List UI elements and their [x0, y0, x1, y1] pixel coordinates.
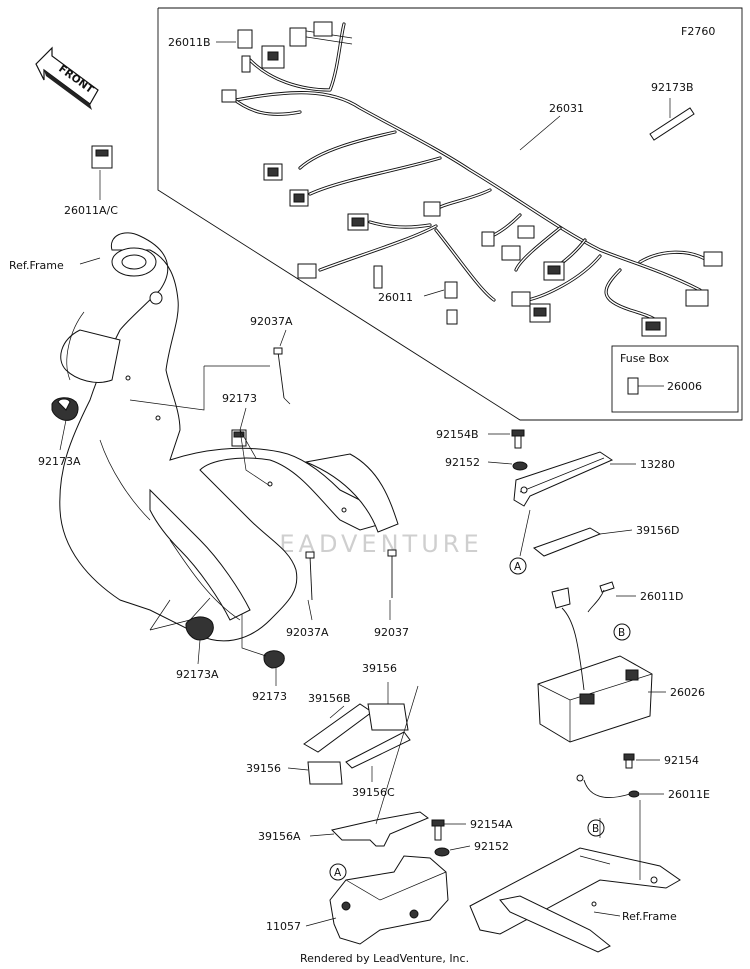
footer-credit: Rendered by LeadVenture, Inc. [300, 952, 469, 965]
reference-b-bottom-icon: B [587, 819, 605, 837]
connector-top-b-icon [289, 27, 307, 47]
callout-26006: 26006 [667, 380, 702, 393]
main-wiring-harness [230, 22, 712, 328]
connector-26011-icon [444, 281, 458, 299]
ref-b-bottom-label: B [592, 823, 599, 835]
callout-92173a-left: 92173A [38, 455, 81, 468]
connector-c8-icon [501, 245, 521, 261]
callout-ref-frame-2: Ref.Frame [622, 910, 677, 923]
connector-26011b-icon [237, 29, 253, 49]
callout-92152-bottom: 92152 [474, 840, 509, 853]
band-92037-icon [387, 549, 397, 598]
callout-92173-bottom: 92173 [252, 690, 287, 703]
band-92037a-bottom-icon [305, 551, 315, 601]
front-arrow-icon: FRONT [35, 46, 99, 110]
band-92037a-top-icon [273, 347, 291, 405]
rear-subframe-illustration [469, 847, 681, 953]
callout-26011: 26011 [378, 291, 413, 304]
callout-26031: 26031 [549, 102, 584, 115]
callout-92173b: 92173B [651, 81, 694, 94]
connector-c4-icon [423, 201, 441, 217]
lead-26011d-icon [587, 581, 615, 613]
callout-92154: 92154 [664, 754, 699, 767]
harness-group-frame [157, 7, 743, 421]
bracket-13280-icon [513, 451, 614, 507]
callout-39156-top: 39156 [362, 662, 397, 675]
pad-39156a-icon [331, 811, 429, 847]
reference-a-top-icon: A [509, 557, 527, 575]
callout-92154b: 92154B [436, 428, 479, 441]
ref-b-top-label: B [618, 627, 625, 639]
bolt-92154a-icon [431, 819, 445, 841]
callout-39156b: 39156B [308, 692, 351, 705]
nut-92152-bottom-icon [434, 847, 450, 857]
watermark: LEADVENTURE [262, 530, 483, 558]
callout-ref-frame-1: Ref.Frame [9, 259, 64, 272]
connector-left-small-icon [221, 89, 237, 103]
fuse-box-title: Fuse Box [620, 352, 670, 365]
ref-a-bottom-label: A [334, 867, 342, 879]
callout-26011b: 26011B [168, 36, 211, 49]
fuse-26006-icon [627, 377, 639, 395]
fuse-box-inset: Fuse Box [611, 345, 739, 413]
connector-26011-lower-icon [446, 309, 458, 325]
pad-39156d-icon [532, 527, 602, 557]
clip-92173a-left-icon [51, 397, 79, 421]
clip-92173a-bottom-icon [185, 616, 214, 641]
callout-39156c: 39156C [352, 786, 395, 799]
frame-illustration [59, 232, 399, 642]
connector-top-c-icon [313, 21, 333, 37]
tray-11057-icon [329, 855, 449, 945]
connector-c6-icon [373, 265, 383, 289]
reference-a-bottom-icon: A [329, 863, 347, 881]
callout-11057: 11057 [266, 920, 301, 933]
connector-c9-icon [517, 225, 535, 239]
connector-c7-icon [481, 231, 495, 247]
connector-c5-icon [297, 263, 317, 279]
nut-92152-top-icon [512, 461, 528, 471]
connector-26011b-lower-icon [241, 55, 251, 73]
battery-26026-icon [537, 587, 653, 743]
bolt-92154b-icon [511, 429, 525, 449]
connector-c14-icon [685, 289, 709, 307]
clip-92173-bottom-icon [263, 650, 285, 669]
callout-92037a-bottom: 92037A [286, 626, 329, 639]
pad-39156-left-icon [307, 761, 343, 785]
callout-26026: 26026 [670, 686, 705, 699]
harness-connectors [221, 21, 723, 337]
callout-92037a-top: 92037A [250, 315, 293, 328]
callout-39156a: 39156A [258, 830, 301, 843]
reference-b-top-icon: B [613, 623, 631, 641]
connector-26011ac-icon [91, 145, 113, 169]
bolt-92154-icon [623, 753, 635, 769]
callout-13280: 13280 [640, 458, 675, 471]
pad-39156-top-icon [367, 703, 409, 731]
callout-92154a: 92154A [470, 818, 513, 831]
callout-92152-top: 92152 [445, 456, 480, 469]
connector-c11-icon [511, 291, 531, 307]
diagram-code: F2760 [681, 25, 715, 38]
lead-26011e-icon [576, 774, 640, 798]
connector-c15-icon [703, 251, 723, 267]
callout-26011d: 26011D [640, 590, 683, 603]
pad-39156c-icon [345, 731, 411, 769]
ref-a-top-label: A [514, 561, 522, 573]
leader-lines [59, 41, 671, 927]
clip-92173-top-icon [231, 429, 247, 447]
callout-92173a-bottom: 92173A [176, 668, 219, 681]
callout-39156-left: 39156 [246, 762, 281, 775]
callout-92173: 92173 [222, 392, 257, 405]
callout-labels: 26011B 26031 92173B 26011A/C Ref.Frame 2… [9, 36, 710, 933]
callout-92037: 92037 [374, 626, 409, 639]
callout-26011ac: 26011A/C [64, 204, 118, 217]
clamp-92173b-icon [649, 107, 695, 141]
callout-39156d: 39156D [636, 524, 679, 537]
callout-26011e: 26011E [668, 788, 710, 801]
